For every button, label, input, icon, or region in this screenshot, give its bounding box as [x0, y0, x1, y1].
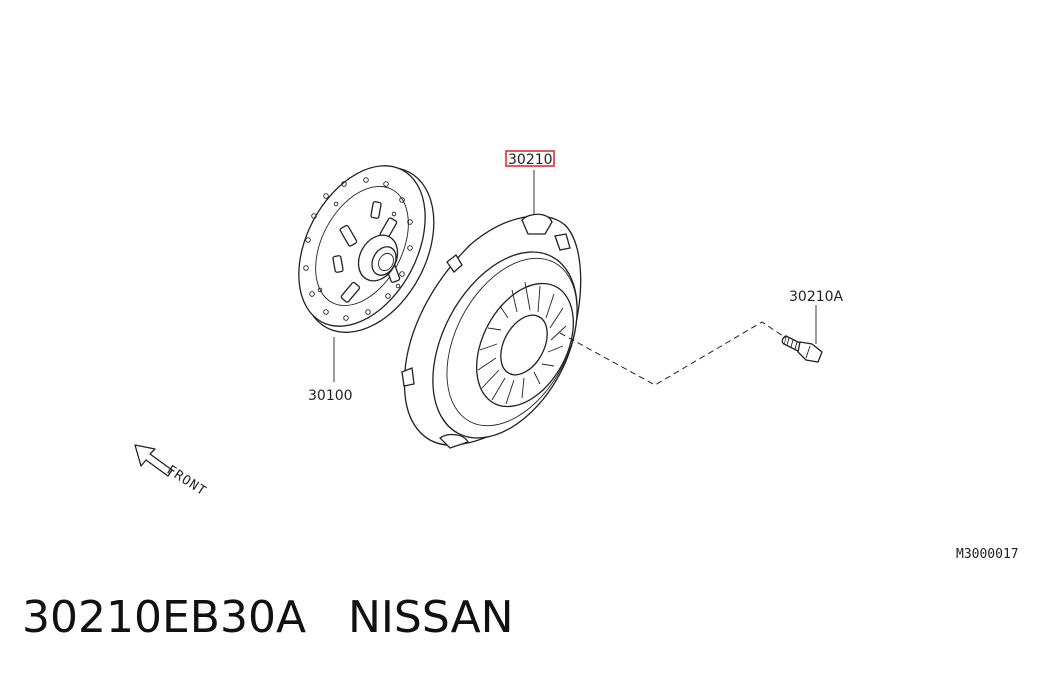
friction-rivets [303, 177, 413, 321]
front-label: FRONT [164, 463, 209, 500]
clutch-disc [298, 165, 435, 333]
caption-part-number: 30210EB30A [22, 592, 307, 643]
pressure-plate-cover [401, 213, 582, 449]
front-direction-indicator: FRONT [134, 444, 209, 500]
callout-30210A: 30210A [789, 289, 844, 305]
bolt [781, 335, 823, 363]
drawing-id: M3000017 [956, 547, 1019, 562]
caption-separator [306, 592, 348, 643]
front-arrow-icon [134, 444, 173, 477]
callout-30100: 30100 [308, 388, 353, 404]
callout-30210: 30210 [508, 152, 553, 168]
caption-brand: NISSAN [348, 592, 514, 643]
bolt-location-dashed-line [559, 321, 787, 386]
part-caption: 30210EB30A NISSAN [22, 596, 514, 640]
callout-highlight-box [505, 150, 555, 167]
diaphragm-fingers [477, 281, 567, 405]
